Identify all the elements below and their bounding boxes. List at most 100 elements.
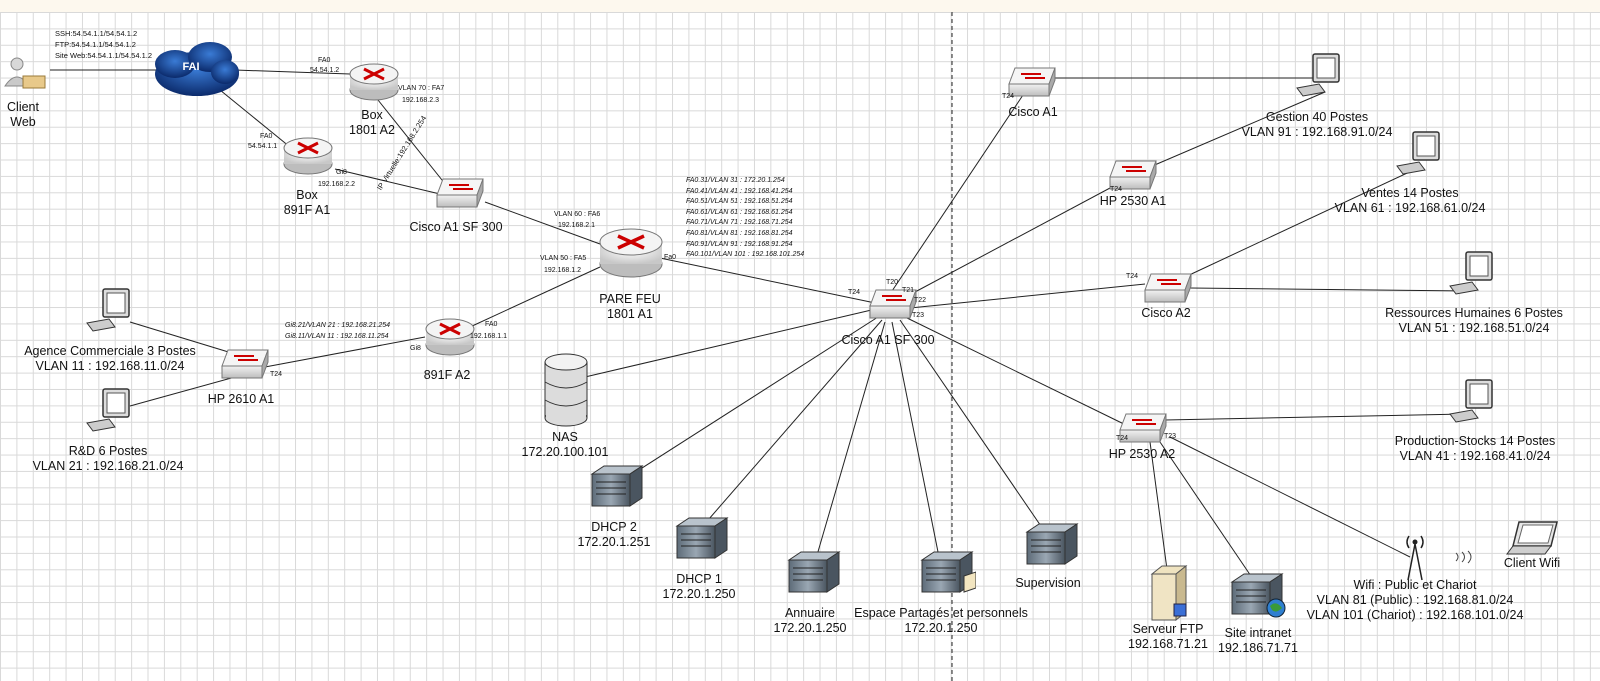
vlan-entry: FA0.71/VLAN 71 : 192.168.71.254	[686, 219, 793, 227]
hp2530a1-label: HP 2530 A1	[1099, 194, 1167, 208]
wifi-vlan101: VLAN 101 (Chariot) : 192.168.101.0/24	[1306, 608, 1524, 622]
agence-title: Agence Commerciale 3 Postes	[24, 344, 196, 358]
intranet-label: Site intranet 192.186.71.71	[1218, 626, 1298, 656]
wifi-label: Wifi : Public et Chariot VLAN 81 (Public…	[1307, 578, 1524, 623]
ssh-info: SSH:54.54.1.1/54.54.1.2	[55, 29, 138, 38]
box891-name: Box	[296, 188, 318, 202]
server-icon	[787, 551, 841, 593]
box1801-port: FA0	[318, 57, 331, 64]
core-switch-icon	[869, 289, 917, 319]
client-web-icon	[4, 57, 46, 89]
vlan-entry: FA0.101/VLAN 101 : 192.168.101.254	[686, 251, 805, 259]
link-hp2610-rd	[129, 376, 236, 407]
vlan-entry: FA0.31/VLAN 31 : 172.20.1.254	[686, 177, 785, 184]
pc-icon	[1296, 53, 1340, 97]
sf300-top-label: Cisco A1 SF 300	[409, 220, 503, 234]
wifi-vlan81: VLAN 81 (Public) : 192.168.81.0/24	[1316, 593, 1514, 607]
link-core-nas	[584, 307, 881, 378]
core-label: Cisco A1 SF 300	[841, 333, 935, 347]
dhcp2-name: DHCP 2	[591, 520, 637, 534]
link-parefeu-core	[659, 257, 881, 305]
parefeu-vlan50-ip: 192.168.1.2	[544, 267, 581, 274]
production-label: Production-Stocks 14 Postes VLAN 41 : 19…	[1395, 434, 1556, 464]
hp2530a1-port: T24	[1110, 186, 1123, 193]
server-icon	[675, 517, 729, 559]
parefeu-vlan50: VLAN 50 : FA5	[540, 255, 587, 262]
ciscoa2-label: Cisco A2	[1141, 306, 1191, 320]
r891a2-fa0: FA0	[485, 321, 498, 328]
production-vlan: VLAN 41 : 192.168.41.0/24	[1399, 449, 1551, 463]
switch-icon	[1008, 67, 1056, 97]
ciscoa1-port: T24	[1002, 93, 1015, 100]
link-sf300-parefeu	[484, 201, 601, 245]
gestion-label: Gestion 40 Postes VLAN 91 : 192.168.91.0…	[1242, 110, 1393, 140]
link-core-supervision	[899, 319, 1046, 533]
vlan-entry: FA0.91/VLAN 91 : 192.168.91.254	[686, 240, 793, 248]
nas-name: NAS	[552, 430, 578, 444]
ventes-title: Ventes 14 Postes	[1361, 186, 1459, 200]
box1801-ip: 54.54.1.2	[310, 67, 340, 74]
vlan-entry: FA0.81/VLAN 81 : 192.168.81.254	[686, 229, 793, 237]
dhcp2-label: DHCP 2 172.20.1.251	[578, 520, 651, 550]
box1801-vlan-ip: 192.168.2.3	[402, 97, 439, 104]
client-web-line2: Web	[10, 115, 36, 129]
link-hp2610-agence	[129, 321, 236, 355]
fai-label: FAI	[182, 61, 200, 73]
web-info: Site Web:54.54.1.1/54.54.1.2	[55, 51, 153, 60]
wifi-antenna-icon	[1406, 535, 1424, 581]
link-parefeu-891a2	[469, 266, 601, 328]
vlan-entry: FA0.61/VLAN 61 : 192.168.61.254	[686, 208, 793, 216]
ventes-vlan: VLAN 61 : 192.168.61.0/24	[1334, 201, 1486, 215]
dhcp1-ip: 172.20.1.250	[662, 587, 736, 601]
supervision-label: Supervision	[1015, 576, 1081, 590]
server-icon	[1025, 523, 1079, 565]
rh-vlan: VLAN 51 : 192.168.51.0/24	[1398, 321, 1550, 335]
link-fai-box891	[219, 89, 291, 148]
link-box1801-sf300	[377, 99, 451, 191]
vlan-subinterface-list: FA0.31/VLAN 31 : 172.20.1.254 FA0.41/VLA…	[686, 176, 804, 261]
rh-title: Ressources Humaines 6 Postes	[1385, 306, 1563, 320]
link-core-ciscoa1	[887, 91, 1026, 298]
intranet-ip: 192.186.71.71	[1218, 641, 1298, 655]
router-icon	[425, 318, 475, 356]
network-links	[50, 69, 1471, 583]
link-ciscoa2-rh	[1189, 287, 1471, 292]
espace-ip: 172.20.1.250	[904, 621, 978, 635]
server-icon	[920, 551, 976, 593]
dhcp1-label: DHCP 1 172.20.1.250	[663, 572, 736, 602]
r891a2-label: 891F A2	[423, 368, 471, 382]
parefeu-vlan60: VLAN 60 : FA6	[554, 211, 601, 218]
access-info: SSH:54.54.1.1/54.54.1.2 FTP:54.54.1.1/54…	[55, 28, 152, 61]
nas-ip: 172.20.100.101	[521, 445, 609, 459]
wifi-signal-icon	[1455, 550, 1472, 564]
parefeu-model: 1801 A1	[607, 307, 653, 321]
rd-title: R&D 6 Postes	[68, 444, 148, 458]
firewall-router-icon	[599, 228, 663, 278]
rd-label: R&D 6 Postes VLAN 21 : 192.168.21.0/24	[33, 444, 184, 474]
ftp-ip: 192.168.71.21	[1128, 637, 1208, 651]
pc-icon	[1396, 131, 1440, 175]
box891-label: Box 891F A1	[284, 188, 331, 218]
parefeu-label: PARE FEU 1801 A1	[599, 292, 661, 322]
nas-label: NAS 172.20.100.101	[522, 430, 609, 460]
ftp-label: Serveur FTP 192.168.71.21	[1128, 622, 1208, 652]
client-web-line1: Client	[7, 100, 39, 114]
core-t21: T21	[902, 287, 915, 294]
annuaire-label: Annuaire 172.20.1.250	[774, 606, 847, 636]
ftp-info: FTP:54.54.1.1/54.54.1.2	[55, 40, 136, 49]
hp2530a2-port: T24	[1116, 435, 1129, 442]
agence-vlan: VLAN 11 : 192.168.11.0/24	[35, 359, 185, 373]
rh-label: Ressources Humaines 6 Postes VLAN 51 : 1…	[1385, 306, 1563, 336]
espace-name: Espace Partagés et personnels	[854, 606, 1028, 620]
hp2610-label: HP 2610 A1	[207, 392, 275, 406]
pc-icon	[1449, 379, 1493, 423]
hp2530a2-port2: T23	[1164, 433, 1177, 440]
box891-gi-ip: 192.168.2.2	[318, 181, 355, 188]
router-icon	[349, 63, 399, 101]
r891a2-fa0-ip: 192.168.1.1	[470, 333, 507, 340]
router-icon	[283, 137, 333, 175]
hp2530a2-label: HP 2530 A2	[1108, 447, 1176, 461]
link-core-hp2530a2	[904, 316, 1131, 428]
link-hp2530a2-wifi	[1169, 436, 1411, 558]
box1801-name: Box	[361, 108, 383, 122]
